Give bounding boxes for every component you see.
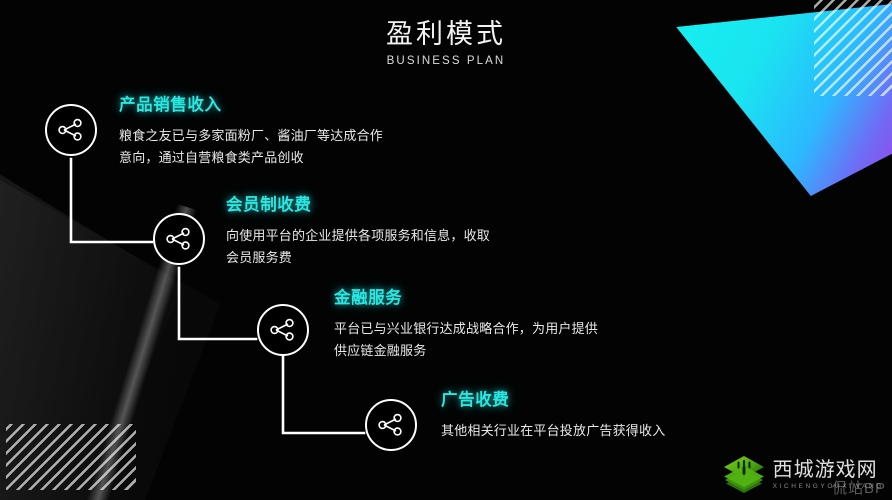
page-subtitle: BUSINESS PLAN xyxy=(386,54,506,67)
step-body-1: 粮食之友已与多家面粉厂、酱油厂等达成合作 意向，通过自营粮食类产品创收 xyxy=(119,125,383,170)
watermark-pinyin: XICHENGYOUXIWANG xyxy=(772,482,884,490)
step-node-4[interactable] xyxy=(365,399,417,451)
step-body-1-line2: 意向，通过自营粮食类产品创收 xyxy=(119,150,304,166)
step-item-2: 会员制收费 向使用平台的企业提供各项服务和信息，收取 会员服务费 xyxy=(226,196,490,270)
watermark-name: 西城游戏网 xyxy=(772,458,878,481)
step-body-1-line1: 粮食之友已与多家面粉厂、酱油厂等达成合作 xyxy=(119,127,384,143)
step-body-3-line2: 供应链金融服务 xyxy=(334,343,427,359)
xicheng-logo-icon xyxy=(723,456,764,493)
step-body-2-line2: 会员服务费 xyxy=(226,250,293,266)
connector-step3-to-step4 xyxy=(281,355,366,435)
page-title: 盈利模式 xyxy=(386,19,506,49)
step-node-1[interactable] xyxy=(45,104,97,156)
step-heading-4: 广告收费 xyxy=(441,391,510,409)
step-heading-2: 会员制收费 xyxy=(226,196,312,214)
step-body-3-line1: 平台已与兴业银行达成战略合作，为用户提供 xyxy=(334,320,599,336)
step-heading-3: 金融服务 xyxy=(334,289,403,307)
share-network-icon xyxy=(58,118,82,141)
share-network-icon xyxy=(270,318,294,341)
step-node-3[interactable] xyxy=(257,304,309,356)
title-block: 盈利模式 BUSINESS PLAN xyxy=(0,19,892,67)
connector-step2-to-step3 xyxy=(177,266,258,341)
step-node-2[interactable] xyxy=(153,213,205,265)
step-item-3: 金融服务 平台已与兴业银行达成战略合作，为用户提供 供应链金融服务 xyxy=(334,289,598,363)
step-item-1: 产品销售收入 粮食之友已与多家面粉厂、酱油厂等达成合作 意向，通过自营粮食类产品… xyxy=(119,96,383,170)
share-network-icon xyxy=(378,413,402,436)
connector-step1-to-step2 xyxy=(69,157,154,244)
watermark: 西城游戏网 XICHENGYOUXIWANG xyxy=(722,454,884,496)
step-body-2: 向使用平台的企业提供各项服务和信息，收取 会员服务费 xyxy=(226,225,490,270)
step-body-3: 平台已与兴业银行达成战略合作，为用户提供 供应链金融服务 xyxy=(334,318,598,363)
share-network-icon xyxy=(166,227,190,250)
step-body-4-line1: 其他相关行业在平台投放广告获得收入 xyxy=(441,422,666,438)
step-body-4: 其他相关行业在平台投放广告获得收入 xyxy=(441,420,665,442)
step-heading-1: 产品销售收入 xyxy=(119,96,222,114)
watermark-text: 西城游戏网 XICHENGYOUXIWANG xyxy=(773,460,884,491)
step-body-2-line1: 向使用平台的企业提供各项服务和信息，收取 xyxy=(226,227,491,243)
step-item-4: 广告收费 其他相关行业在平台投放广告获得收入 xyxy=(441,391,665,442)
